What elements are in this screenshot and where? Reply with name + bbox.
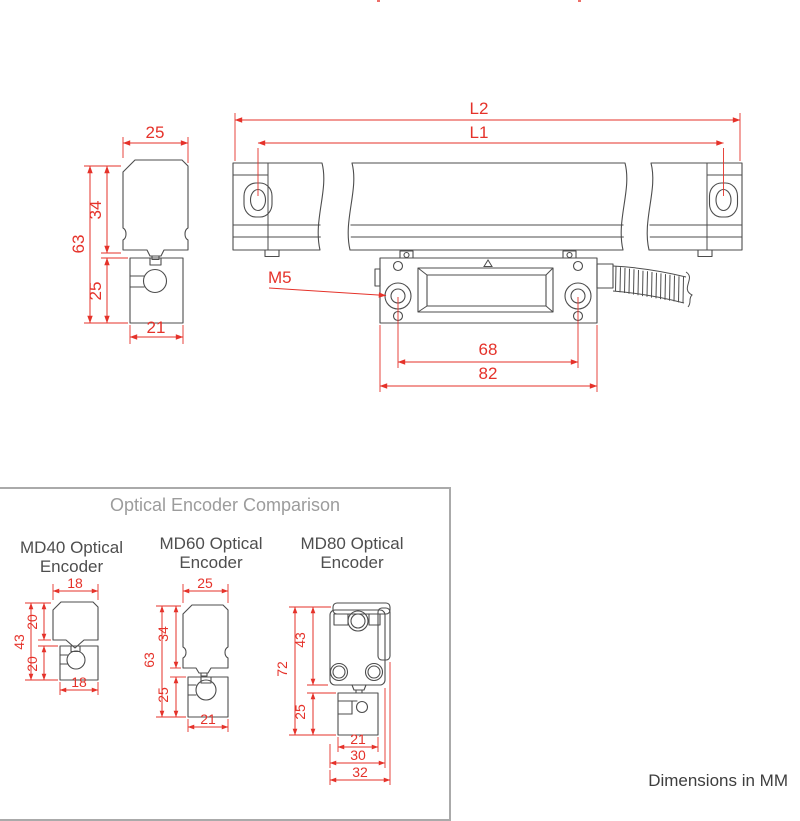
svg-text:20: 20 xyxy=(24,614,40,630)
md80-dim-bottom-width-32: 32 xyxy=(329,662,391,785)
comparison-title: Optical Encoder Comparison xyxy=(109,495,341,515)
md40-dim-bottom-width: 18 xyxy=(59,674,99,695)
side-dim-total-height: 63 xyxy=(69,165,128,324)
svg-text:21: 21 xyxy=(200,711,216,727)
md80-dim-total-height: 72 xyxy=(274,606,336,736)
md80-dim-lower-height: 25 xyxy=(292,692,336,736)
front-view-scale: L2 L1 xyxy=(232,99,743,258)
md80-dim-bottom-width-21: 21 xyxy=(337,731,379,752)
md60-dim-bottom-width: 21 xyxy=(187,711,229,732)
side-dim-total-height-label: 63 xyxy=(69,235,88,254)
side-dim-bottom-width-label: 21 xyxy=(147,318,166,337)
md80-dim-bottom-width-30: 30 xyxy=(329,688,386,768)
model-heading-md40-line1: MD40 Optical xyxy=(20,538,123,557)
md40-dim-total-height: 43 xyxy=(11,602,58,681)
dim-68: 68 xyxy=(397,297,579,368)
md40-dim-lower-height: 20 xyxy=(24,645,58,681)
reference-triangle-mark xyxy=(483,259,493,267)
model-heading-md40-line2: Encoder xyxy=(39,557,104,576)
model-heading-md80-line1: MD80 Optical xyxy=(300,534,404,553)
dim-M5: M5 xyxy=(268,268,387,298)
side-dim-top-width: 25 xyxy=(122,123,189,163)
dim-M5-label: M5 xyxy=(268,268,292,287)
svg-text:20: 20 xyxy=(24,656,40,672)
md40-drawing: 18 43 20 20 18 xyxy=(11,575,99,695)
model-heading-md80-line2: Encoder xyxy=(320,553,384,572)
svg-text:30: 30 xyxy=(350,747,366,763)
dim-L1-label: L1 xyxy=(470,123,489,142)
side-dim-upper-height: 34 xyxy=(86,165,121,254)
svg-text:25: 25 xyxy=(155,687,171,703)
model-heading-md60-line2: Encoder xyxy=(179,553,243,572)
md60-dim-top-width: 25 xyxy=(182,575,229,603)
svg-text:32: 32 xyxy=(352,764,368,780)
side-dim-lower-height-label: 25 xyxy=(86,282,105,301)
dim-82-label: 82 xyxy=(479,364,498,383)
svg-text:18: 18 xyxy=(71,674,87,690)
technical-drawing-canvas: 25 63 34 25 21 xyxy=(11,0,743,785)
md80-drawing: 72 43 25 21 30 32 xyxy=(274,602,391,785)
svg-text:25: 25 xyxy=(292,704,308,720)
model-heading-md60: MD60 Optical Encoder xyxy=(141,534,281,572)
md60-drawing: 25 63 34 25 21 xyxy=(141,575,229,732)
md40-dim-top-width: 18 xyxy=(52,575,99,600)
units-note: Dimensions in MM xyxy=(648,771,788,790)
dim-82: 82 xyxy=(379,325,598,392)
md60-dim-upper-height: 34 xyxy=(155,605,181,669)
md60-dim-lower-height: 25 xyxy=(155,676,186,718)
md80-dim-upper-height: 43 xyxy=(292,606,328,686)
reader-head: M5 68 82 xyxy=(268,250,693,392)
svg-text:18: 18 xyxy=(67,575,83,591)
dim-L1: L1 xyxy=(257,123,724,196)
svg-text:21: 21 xyxy=(350,731,366,747)
side-dim-top-width-label: 25 xyxy=(146,123,165,142)
svg-text:63: 63 xyxy=(141,652,157,668)
md40-dim-upper-height: 20 xyxy=(24,602,51,641)
svg-text:34: 34 xyxy=(155,626,171,642)
svg-text:25: 25 xyxy=(197,575,213,591)
svg-text:43: 43 xyxy=(11,634,27,650)
svg-text:43: 43 xyxy=(292,632,308,648)
model-heading-md60-line1: MD60 Optical xyxy=(159,534,263,553)
dim-L2: L2 xyxy=(234,99,741,161)
md60-dim-total-height: 63 xyxy=(141,605,186,718)
side-dim-bottom-width: 21 xyxy=(129,318,184,344)
cable xyxy=(596,263,693,308)
model-heading-md80: MD80 Optical Encoder xyxy=(282,534,422,572)
side-view-md60: 25 63 34 25 21 xyxy=(69,123,189,344)
side-dim-lower-height: 25 xyxy=(86,257,128,324)
model-heading-md40: MD40 Optical Encoder xyxy=(0,538,143,576)
side-dim-upper-height-label: 34 xyxy=(86,201,105,220)
dim-68-label: 68 xyxy=(479,340,498,359)
svg-text:72: 72 xyxy=(274,661,290,677)
dim-L2-label: L2 xyxy=(470,99,489,118)
cropped-top-marks xyxy=(377,0,581,2)
